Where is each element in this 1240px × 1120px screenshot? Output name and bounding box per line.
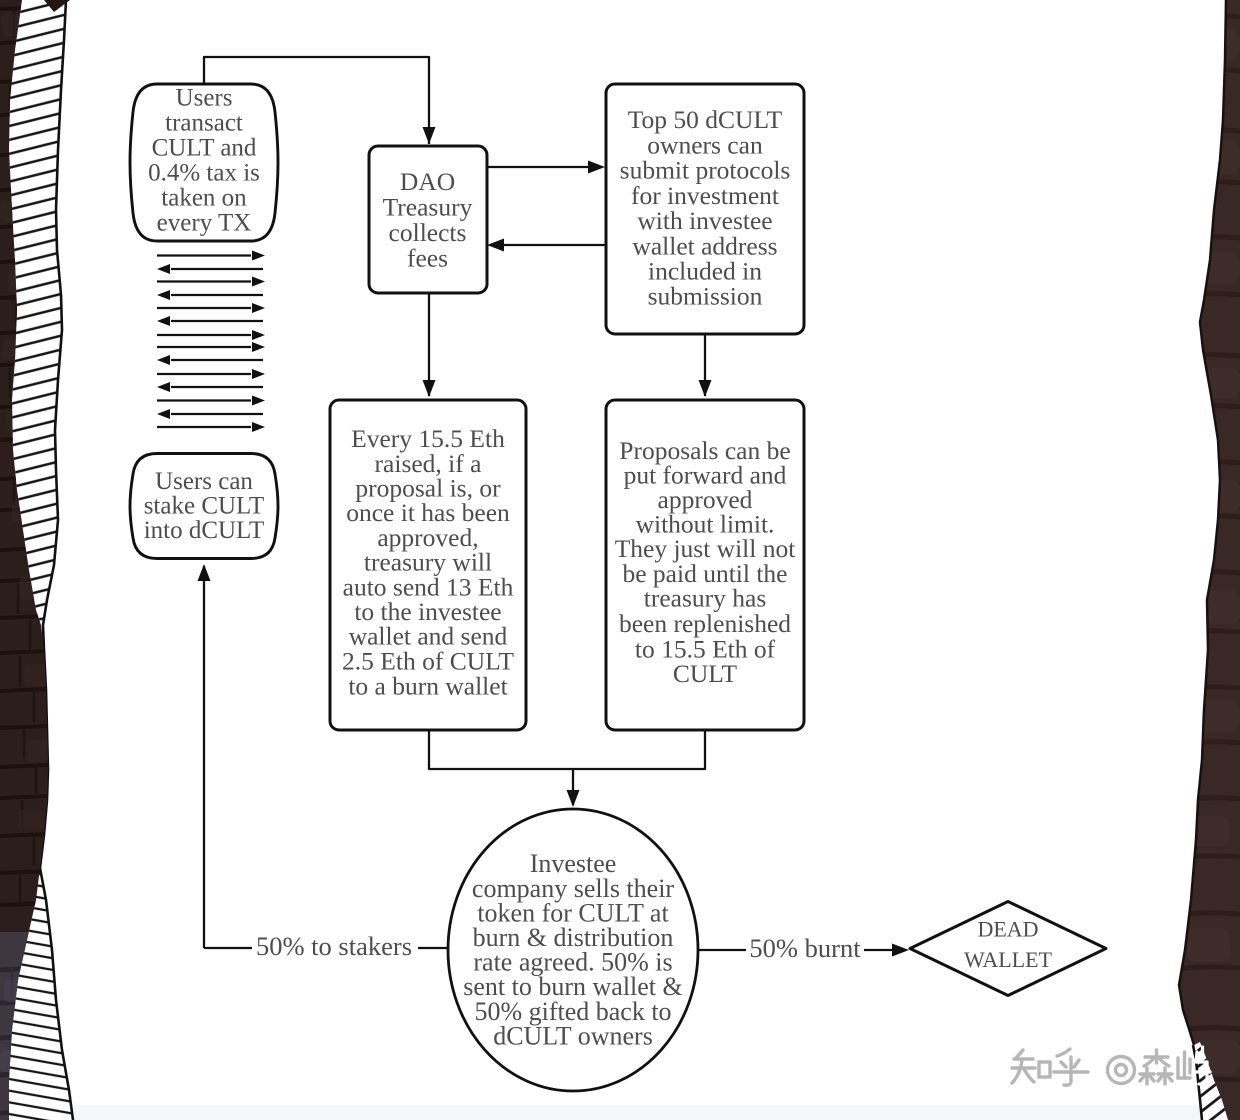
svg-text:CULT: CULT: [673, 659, 738, 688]
svg-text:50% burnt: 50% burnt: [749, 933, 861, 963]
svg-text:Proposals can be: Proposals can be: [619, 436, 790, 465]
svg-text:Treasury: Treasury: [383, 192, 473, 221]
svg-text:50% to stakers: 50% to stakers: [256, 931, 412, 961]
svg-text:for investment: for investment: [631, 181, 779, 210]
svg-text:into dCULT: into dCULT: [144, 517, 265, 544]
svg-text:WALLET: WALLET: [964, 947, 1053, 972]
svg-text:sent to burn wallet &: sent to burn wallet &: [463, 972, 683, 1001]
svg-text:once it has been: once it has been: [346, 498, 510, 527]
svg-text:treasury will: treasury will: [364, 547, 492, 576]
svg-text:collects: collects: [389, 218, 467, 247]
svg-text:without limit.: without limit.: [636, 509, 775, 538]
svg-text:put forward and: put forward and: [624, 460, 787, 489]
svg-text:stake CULT: stake CULT: [144, 493, 265, 520]
svg-text:wallet and send: wallet and send: [349, 621, 508, 650]
svg-text:auto send 13 Eth: auto send 13 Eth: [343, 572, 514, 601]
svg-text:50% gifted back to: 50% gifted back to: [474, 997, 671, 1026]
svg-text:fees: fees: [407, 243, 448, 272]
svg-text:CULT and: CULT and: [152, 135, 257, 162]
svg-text:transact: transact: [165, 110, 243, 137]
svg-text:been replenished: been replenished: [619, 609, 791, 638]
svg-text:included in: included in: [648, 256, 762, 285]
svg-text:submit protocols: submit protocols: [620, 155, 791, 184]
svg-text:token for CULT at: token for CULT at: [477, 898, 669, 927]
svg-text:to 15.5 Eth of: to 15.5 Eth of: [635, 634, 776, 663]
svg-text:approved,: approved,: [377, 523, 478, 552]
svg-text:taken on: taken on: [161, 185, 247, 212]
svg-text:owners can: owners can: [647, 130, 763, 159]
svg-text:2.5 Eth of CULT: 2.5 Eth of CULT: [342, 646, 514, 675]
svg-text:to the investee: to the investee: [354, 597, 501, 626]
svg-text:to a burn wallet: to a burn wallet: [348, 671, 507, 700]
svg-text:treasury has: treasury has: [644, 583, 767, 612]
svg-text:be paid until the: be paid until the: [622, 559, 787, 588]
svg-text:Top 50 dCULT: Top 50 dCULT: [628, 105, 783, 134]
svg-text:approved: approved: [658, 485, 753, 514]
svg-text:0.4% tax is: 0.4% tax is: [148, 160, 260, 187]
svg-text:rate agreed. 50% is: rate agreed. 50% is: [473, 947, 672, 976]
svg-text:Investee: Investee: [530, 849, 617, 878]
svg-text:Users can: Users can: [155, 468, 253, 495]
svg-text:submission: submission: [648, 281, 763, 310]
svg-text:raised, if a: raised, if a: [375, 449, 482, 478]
svg-text:burn & distribution: burn & distribution: [473, 923, 674, 952]
svg-text:DEAD: DEAD: [977, 917, 1038, 942]
svg-text:wallet address: wallet address: [632, 231, 777, 260]
svg-text:DAO: DAO: [400, 167, 455, 196]
svg-text:They just will not: They just will not: [615, 534, 796, 563]
svg-text:with investee: with investee: [637, 206, 772, 235]
svg-text:proposal is, or: proposal is, or: [355, 473, 501, 502]
svg-text:every TX: every TX: [157, 210, 252, 237]
svg-text:Every 15.5 Eth: Every 15.5 Eth: [351, 424, 505, 453]
svg-text:Users: Users: [176, 85, 233, 112]
svg-text:dCULT owners: dCULT owners: [493, 1021, 653, 1050]
svg-text:company sells their: company sells their: [472, 874, 675, 903]
